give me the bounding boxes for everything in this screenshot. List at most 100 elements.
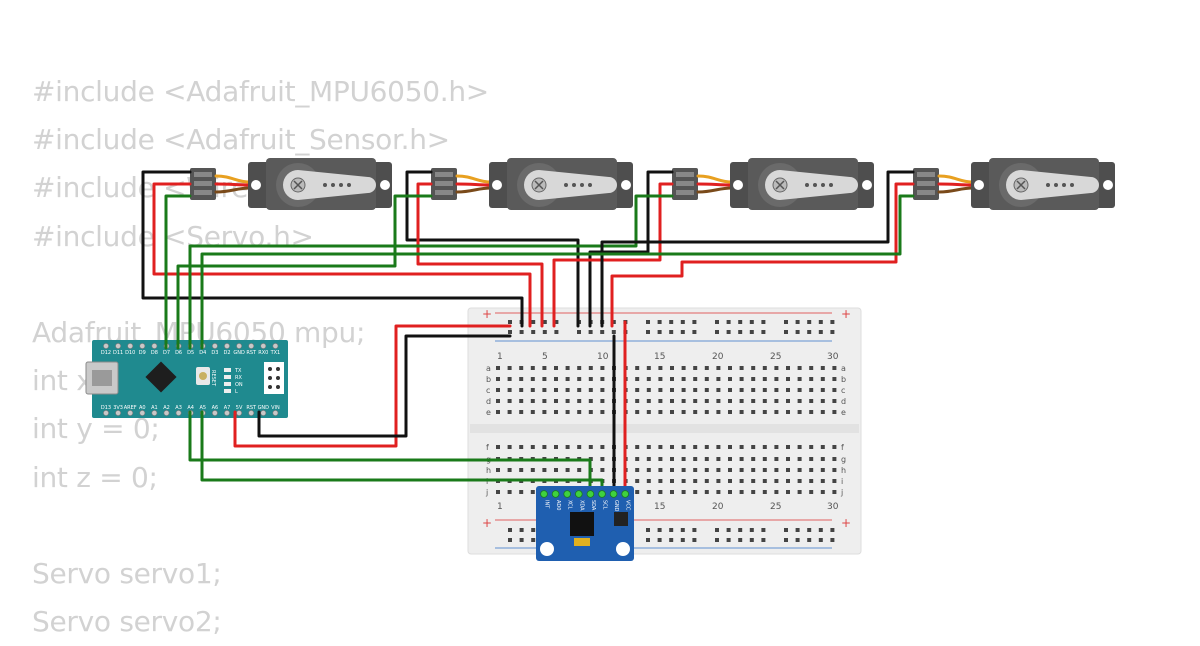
column-number: 1: [497, 502, 503, 512]
mpu-pin[interactable]: [540, 490, 548, 498]
pin-header[interactable]: [260, 410, 267, 416]
pin-header[interactable]: [272, 343, 279, 349]
mpu-pin[interactable]: [586, 490, 595, 498]
breadboard-hole: [635, 399, 640, 403]
pin-label: D3: [211, 350, 218, 356]
servo-horn-hole: [1054, 183, 1058, 187]
rail-hole: [692, 538, 697, 542]
breadboard-hole: [762, 410, 767, 414]
servo-icon[interactable]: [431, 158, 633, 210]
wire-servo4-vcc[interactable]: [610, 182, 915, 328]
mpu-pin[interactable]: [574, 490, 583, 498]
breadboard-hole: [588, 399, 593, 403]
servo-screw-hole: [621, 180, 631, 190]
pin-header[interactable]: [115, 410, 121, 416]
breadboard[interactable]: + + + + 1 5 10 15 20 25 30 1 15 20 25 30…: [467, 307, 862, 555]
pin-header[interactable]: [139, 410, 146, 416]
pin-header[interactable]: [163, 410, 170, 416]
breadboard-hole: [797, 377, 802, 381]
breadboard-hole: [820, 410, 825, 414]
breadboard-hole: [635, 490, 640, 494]
breadboard-hole: [693, 366, 698, 370]
wire-servo1-vcc[interactable]: [152, 182, 532, 328]
breadboard-hole: [809, 399, 814, 403]
pin-header[interactable]: [151, 410, 158, 416]
servo-pin: [435, 181, 453, 186]
rail-hole: [726, 528, 731, 532]
breadboard-hole: [670, 490, 674, 494]
breadboard-hole: [658, 479, 663, 483]
mpu-pin[interactable]: [563, 490, 571, 498]
wire-arduino-gnd[interactable]: [257, 334, 512, 438]
wire-servo2-gnd[interactable]: [405, 170, 580, 328]
pin-header[interactable]: [248, 343, 255, 349]
servo-icon[interactable]: [190, 158, 392, 210]
row-letter: c: [841, 386, 845, 395]
breadboard-hole: [762, 457, 767, 461]
led-icon: [224, 368, 231, 372]
wire-arduino-5v[interactable]: [233, 324, 512, 448]
wire-servo4-signal[interactable]: [200, 194, 915, 350]
plus-label: +: [841, 307, 851, 321]
rail-hole: [611, 330, 616, 334]
mpu-pin[interactable]: [609, 490, 618, 498]
mpu-pin[interactable]: [621, 490, 629, 498]
wire-servo1-gnd[interactable]: [141, 170, 524, 328]
pin-header[interactable]: [103, 343, 109, 349]
breadboard-hole: [797, 388, 802, 392]
wire-servo3-signal[interactable]: [188, 194, 674, 350]
breadboard-hole: [704, 445, 709, 449]
breadboard-hole: [507, 366, 512, 370]
breadboard-hole: [809, 366, 814, 370]
wire-servo1-signal[interactable]: [164, 194, 192, 350]
pin-header[interactable]: [248, 410, 255, 416]
wire-servo2-vcc[interactable]: [416, 182, 544, 328]
breadboard-hole: [542, 377, 547, 381]
breadboard-hole: [797, 366, 802, 370]
icsp-pin: [276, 385, 280, 389]
pin-header[interactable]: [272, 410, 279, 416]
pin-header[interactable]: [211, 343, 218, 349]
breadboard-hole: [496, 366, 500, 370]
pin-header[interactable]: [236, 343, 242, 349]
mpu-pin[interactable]: [598, 490, 606, 498]
breadboard-hole: [774, 479, 779, 483]
pin-header[interactable]: [127, 343, 134, 349]
breadboard-hole: [751, 457, 756, 461]
mpu-pin[interactable]: [551, 490, 560, 498]
rail-hole: [657, 538, 662, 542]
pin-header[interactable]: [115, 343, 121, 349]
pin-header[interactable]: [175, 410, 182, 416]
rail-hole: [784, 528, 788, 532]
breadboard-hole: [820, 388, 825, 392]
pin-header[interactable]: [139, 343, 146, 349]
pin-header[interactable]: [151, 343, 158, 349]
pin-header[interactable]: [224, 410, 230, 416]
row-letter: b: [486, 375, 491, 384]
breadboard-hole: [739, 377, 744, 381]
wire-servo2-signal[interactable]: [176, 194, 433, 350]
breadboard-hole: [809, 457, 814, 461]
pin-header[interactable]: [236, 410, 242, 416]
pin-header[interactable]: [211, 410, 218, 416]
pin-header[interactable]: [224, 343, 230, 349]
breadboard-hole: [704, 366, 709, 370]
pin-header[interactable]: [103, 410, 109, 416]
servo-icon[interactable]: [913, 158, 1115, 210]
pin-header[interactable]: [127, 410, 134, 416]
wire-mpu-scl[interactable]: [188, 410, 592, 496]
wire-servo3-gnd[interactable]: [588, 170, 674, 328]
pin-label: RST: [246, 405, 257, 411]
wires: [141, 170, 915, 496]
wire-servo4-gnd[interactable]: [600, 170, 915, 328]
servo-icon[interactable]: [672, 158, 874, 210]
pin-header[interactable]: [260, 343, 267, 349]
led-label: RX: [235, 375, 242, 381]
breadboard-hole: [600, 457, 605, 461]
breadboard-hole: [704, 410, 709, 414]
column-number: 20: [712, 352, 724, 362]
wire-servo3-vcc[interactable]: [552, 182, 674, 328]
breadboard-hole: [832, 445, 837, 449]
